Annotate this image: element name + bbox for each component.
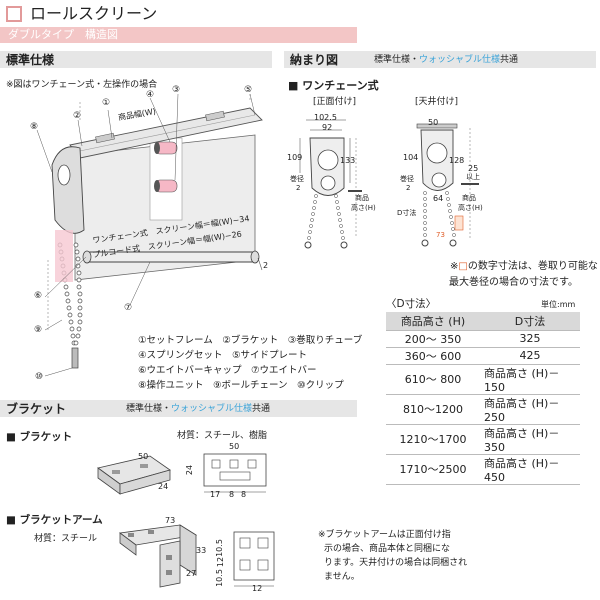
one-chain-heading: ■ ワンチェーン式: [288, 79, 379, 92]
ceiling-dim-f: 64: [433, 194, 444, 203]
callout-10: ⑩: [35, 372, 44, 382]
front-dim-e: 巻径: [290, 175, 304, 183]
arm-note-2: 示の場合、商品本体と同梱にな: [324, 544, 451, 554]
d-table-cell: 810〜1200: [386, 394, 480, 425]
ceiling-dim-h: 2: [406, 184, 411, 192]
fit-section-title: 納まり図: [290, 53, 339, 67]
front-mount-diagram: [299, 119, 362, 249]
callout-1: ①: [102, 98, 111, 108]
d-table-title: 〈D寸法〉: [386, 298, 437, 310]
ceiling-dim-b: 104: [403, 153, 419, 162]
bracket-heading: ■ ブラケット: [6, 431, 73, 443]
d-table-cell: 商品高さ (H)－450: [480, 454, 580, 485]
unit-label: 単位:mm: [541, 300, 576, 309]
ceiling-dim-k: 高さ(H): [458, 204, 483, 212]
arm-material: 材質：スチール: [34, 534, 98, 544]
ceiling-dim-c: 128: [449, 156, 465, 165]
fit-section-bar: [284, 51, 596, 68]
callout-8: ⑧: [30, 122, 39, 132]
bracket-drawing: [203, 453, 267, 493]
arm-dim-f: 10.5: [214, 569, 224, 587]
chain-note: ※図はワンチェーン式・左操作の場合: [6, 80, 158, 90]
parts-line-1: ①セットフレーム ②ブラケット ③巻取りチューブ: [138, 335, 363, 346]
d-table-cell: 425: [480, 347, 580, 365]
front-dim-b: 92: [322, 123, 333, 132]
front-dim-c: 109: [287, 153, 303, 162]
front-dim-d: 133: [340, 156, 356, 165]
arm-dim-e: 12: [216, 556, 226, 568]
bracket-dim-c: 50: [229, 442, 240, 451]
front-dim-h: 高さ(H): [351, 204, 376, 212]
arm-dim-d: 10.5: [214, 539, 224, 557]
page-subtitle: ダブルタイプ 構造図: [8, 28, 118, 41]
d-table-cell: 商品高さ (H)－250: [480, 394, 580, 425]
callout-7: ⑦: [124, 303, 133, 313]
arm-drawing: [233, 531, 275, 587]
d-table-cell: 1210〜1700: [386, 424, 480, 455]
bracket-dim-e: 17: [210, 490, 221, 499]
ceiling-dim-g: 巻径: [400, 175, 414, 183]
parts-line-4: ⑧操作ユニット ⑨ボールチェーン ⑩クリップ: [138, 380, 344, 391]
d-table-cell: 1710〜2500: [386, 454, 480, 485]
fit-common-label: 標準仕様・ウォッシャブル仕様共通: [374, 55, 519, 65]
arm-illustration: [118, 524, 198, 588]
ceiling-mount-label: [天井付け]: [415, 97, 459, 107]
callout-4: ④: [146, 90, 155, 100]
ceiling-mount-diagram: [416, 123, 479, 247]
front-dim-g: 商品: [355, 194, 369, 202]
callout-9: ⑨: [34, 325, 43, 335]
d-table-cell: 360〜 600: [386, 347, 480, 365]
bracket-section-bar: [0, 400, 357, 417]
arm-dim-c: 27: [186, 569, 197, 578]
arm-note-1: ※ブラケットアームは正面付け指: [318, 530, 451, 540]
callout-5: ⑤: [244, 85, 253, 95]
bracket-section-title: ブラケット: [6, 402, 67, 416]
callout-2: ②: [73, 111, 82, 121]
dim-2-label: 2: [263, 261, 269, 270]
callout-3: ③: [172, 85, 181, 95]
title-checkbox-icon: [6, 6, 22, 22]
ceiling-dim-l: 73: [436, 231, 445, 239]
bracket-dim-f: 8: [229, 490, 235, 499]
d-table-cell: 610〜 800: [386, 364, 480, 395]
bracket-dim-b: 24: [158, 482, 169, 491]
d-table-cell: 200〜 350: [386, 330, 480, 348]
parts-line-3: ⑥ウエイトバーキャップ ⑦ウエイトバー: [138, 365, 317, 376]
arm-dim-g: 12: [252, 584, 263, 593]
ceiling-dim-i: D寸法: [397, 209, 417, 217]
bracket-material: 材質：スチール、樹脂: [177, 431, 268, 441]
d-table-cell: 商品高さ (H)－150: [480, 364, 580, 395]
ceiling-dim-d: 25: [468, 164, 479, 173]
d-table-header-d: D寸法: [480, 312, 580, 331]
arm-note-4: ません。: [324, 572, 360, 582]
ceiling-dim-j: 商品: [462, 194, 476, 202]
bracket-dim-d: 24: [185, 464, 195, 476]
bracket-illustration: [97, 455, 171, 495]
ceiling-dim-a: 50: [428, 118, 439, 127]
d-table-header-height: 商品高さ (H): [386, 312, 480, 331]
standard-section-title: 標準仕様: [6, 53, 55, 67]
bracket-common-label: 標準仕様・ウォッシャブル仕様共通: [126, 404, 271, 414]
arm-heading: ■ ブラケットアーム: [6, 514, 103, 526]
d-table-cell: 商品高さ (H)－350: [480, 424, 580, 455]
front-dim-f: 2: [296, 184, 301, 192]
d-table-cell: 325: [480, 330, 580, 348]
standard-section-bar: [0, 51, 272, 68]
bracket-dim-g: 8: [241, 490, 247, 499]
page-title: ロールスクリーン: [30, 4, 158, 23]
ceiling-dim-e: 以上: [466, 173, 480, 181]
callout-6: ⑥: [34, 291, 43, 301]
front-mount-label: [正面付け]: [313, 97, 357, 107]
red-note-line-2: 最大巻径の場合の寸法です。: [449, 277, 578, 288]
bracket-dim-a: 50: [138, 452, 149, 461]
arm-dim-b: 33: [196, 546, 207, 555]
arm-dim-a: 73: [165, 516, 176, 525]
parts-line-2: ④スプリングセット ⑤サイドプレート: [138, 350, 308, 361]
subtitle-bar: [0, 27, 357, 43]
arm-note-3: ります。天井付けの場合は同梱され: [324, 558, 468, 568]
front-dim-a: 102.5: [314, 113, 337, 122]
roll-screen-illustration: [36, 85, 263, 377]
red-note-line-1: ※□の数字寸法は、巻取り可能な: [450, 261, 598, 272]
